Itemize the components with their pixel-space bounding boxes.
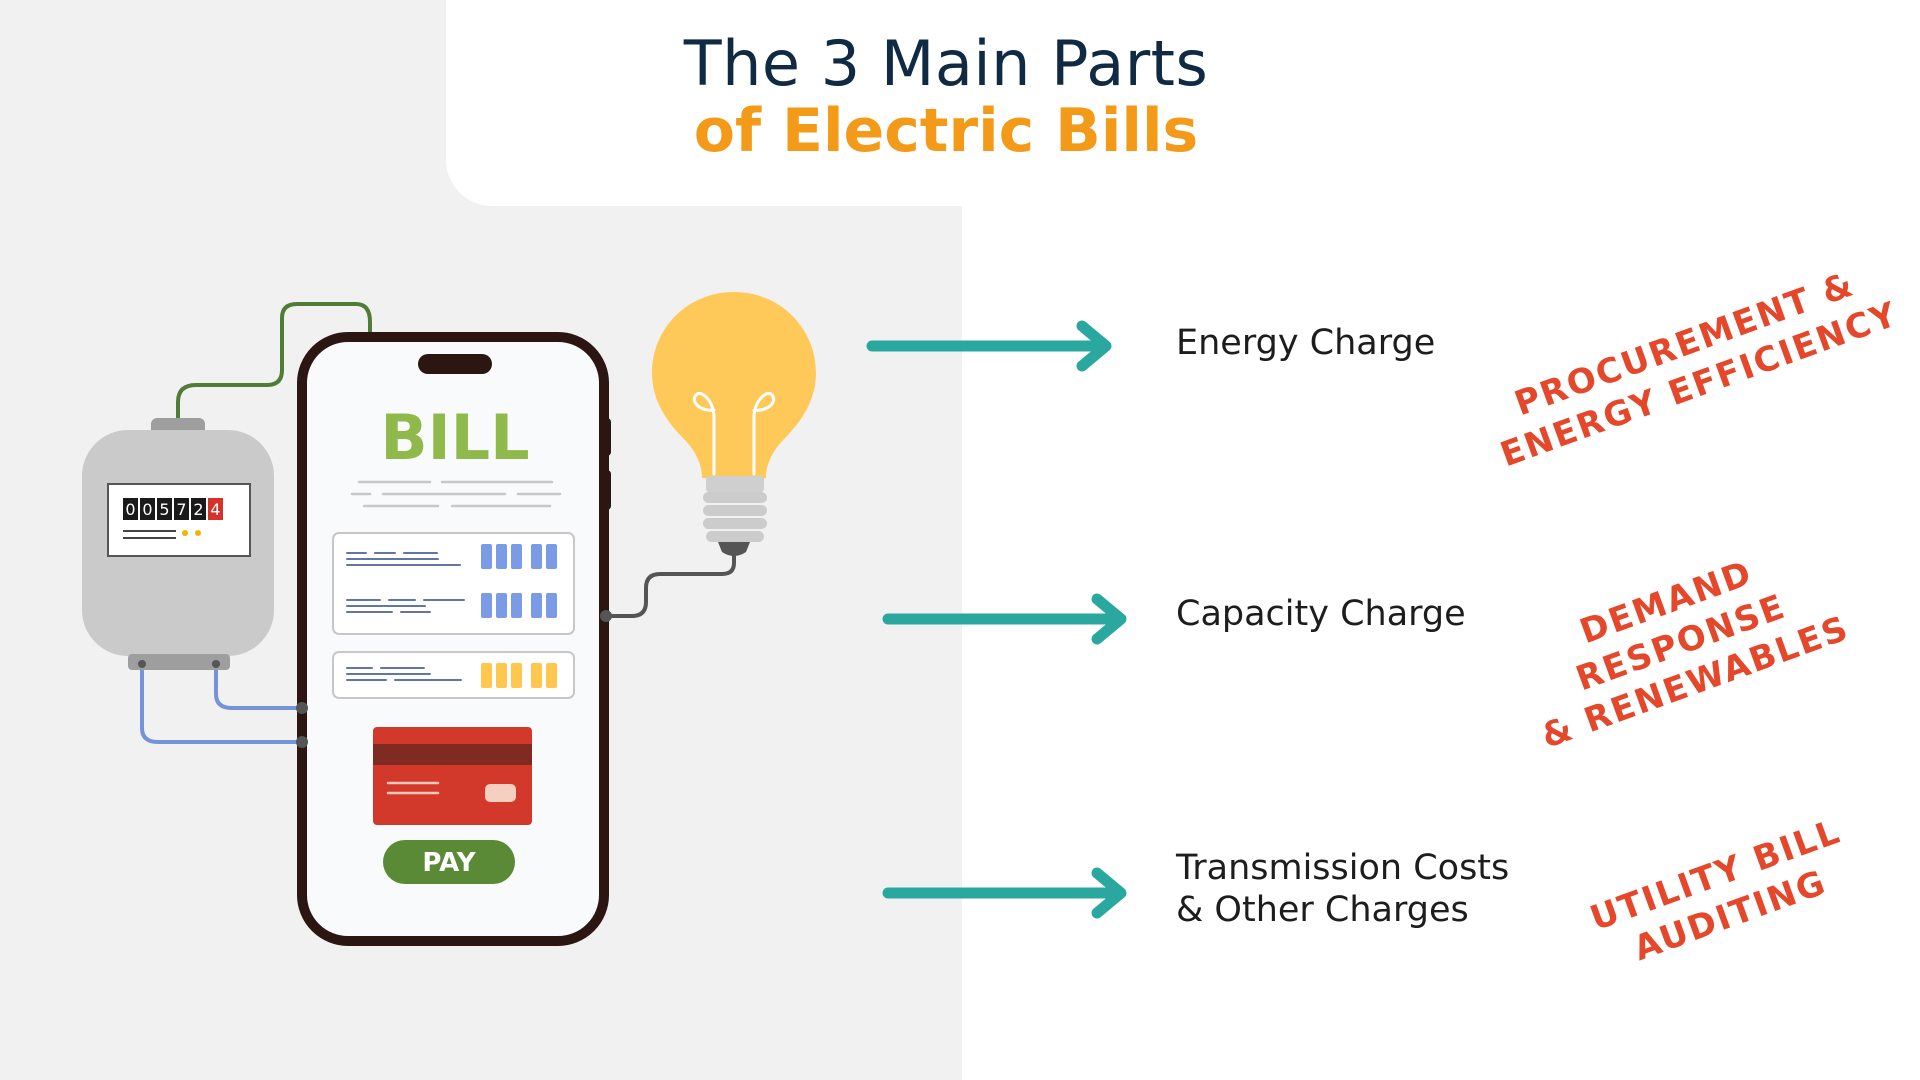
title-line-2: of Electric Bills (693, 96, 1199, 167)
bill-charge-bars (481, 544, 557, 618)
meter-digit-box (157, 498, 172, 520)
phone-terminal (600, 610, 612, 622)
pay-button-background[interactable] (383, 840, 515, 884)
meter-digit-box (123, 498, 138, 520)
bill-total-bar (531, 663, 542, 688)
meter-terminal-left (138, 660, 146, 668)
transmission-charge-arrow (882, 867, 1127, 919)
bill-bar (546, 544, 557, 569)
bill-total-bar (546, 663, 557, 688)
bill-total-bar (496, 663, 507, 688)
arrow-head (1091, 593, 1127, 645)
meter-digit: 2 (193, 500, 203, 519)
bulb-glass (652, 292, 816, 478)
bill-total-bar (481, 663, 492, 688)
meter-digit: 0 (125, 500, 135, 519)
bill-bar (531, 593, 542, 618)
capacity-charge-label: Capacity Charge (1176, 594, 1466, 634)
bulb-thread (706, 531, 764, 542)
title-card (446, 0, 1920, 206)
bulb-base-cap (706, 476, 764, 492)
arrow-head (1091, 867, 1127, 919)
bill-total-bars (481, 663, 557, 688)
pay-button-label[interactable]: PAY (422, 848, 476, 878)
meter-digit-boxes (123, 498, 223, 520)
bulb-thread (703, 518, 767, 529)
blue-wire-upper (214, 662, 304, 710)
bill-bar (496, 593, 507, 618)
capacity-charge-arrow (882, 593, 1127, 645)
credit-card-stripe (373, 744, 532, 765)
bill-charges-lines (346, 552, 465, 613)
meter-digit-box-highlight (208, 498, 223, 520)
blue-wire-lower (140, 662, 304, 744)
electric-meter-icon: 0 0 5 7 2 4 (82, 418, 274, 670)
smartphone-bill-icon: BILL (296, 332, 612, 946)
credit-card-body (373, 727, 532, 825)
meter-bottom-base (128, 654, 230, 670)
bill-bar (481, 544, 492, 569)
transmission-costs-label: Transmission Costs & Other Charges (1176, 848, 1510, 930)
bill-total-bar (511, 663, 522, 688)
bill-bar (511, 544, 522, 569)
light-bulb-icon (652, 292, 816, 556)
meter-digit: 4 (210, 500, 220, 519)
bill-total-lines (346, 667, 462, 681)
phone-bill-title: BILL (380, 401, 529, 474)
phone-terminal (296, 736, 308, 748)
title-line-1: The 3 Main Parts (683, 27, 1209, 100)
phone-notch (418, 354, 492, 374)
phone-terminal (296, 702, 308, 714)
meter-digit-box (191, 498, 206, 520)
meter-indicator-dot (195, 530, 201, 536)
meter-digit-box (174, 498, 189, 520)
credit-card-icon (373, 727, 532, 825)
arrow-head (1076, 320, 1112, 372)
meter-digits: 0 0 5 7 2 4 (125, 500, 220, 519)
credit-card-chip (485, 784, 516, 802)
charge-arrows (866, 320, 1127, 919)
meter-terminal-right (212, 660, 220, 668)
bill-bar (481, 593, 492, 618)
meter-digit: 7 (176, 500, 186, 519)
meter-digit-box (140, 498, 155, 520)
bill-bar (531, 544, 542, 569)
bill-bar (496, 544, 507, 569)
bulb-thread (703, 492, 767, 503)
bulb-thread (703, 505, 767, 516)
meter-digit: 5 (159, 500, 169, 519)
pay-button[interactable]: PAY (383, 840, 515, 884)
bill-bar (546, 593, 557, 618)
meter-digit: 0 (142, 500, 152, 519)
page-title: The 3 Main Parts of Electric Bills (446, 28, 1446, 166)
bulb-wire (604, 551, 736, 618)
green-wire (176, 302, 372, 424)
bulb-filament (692, 392, 776, 476)
bill-text-lines (350, 480, 562, 508)
bill-bar (511, 593, 522, 618)
energy-charge-arrow (866, 320, 1112, 372)
meter-indicator-dot (182, 530, 188, 536)
wire-connections (140, 302, 736, 744)
bulb-wire-joint (730, 548, 738, 556)
energy-charge-label: Energy Charge (1176, 323, 1436, 363)
